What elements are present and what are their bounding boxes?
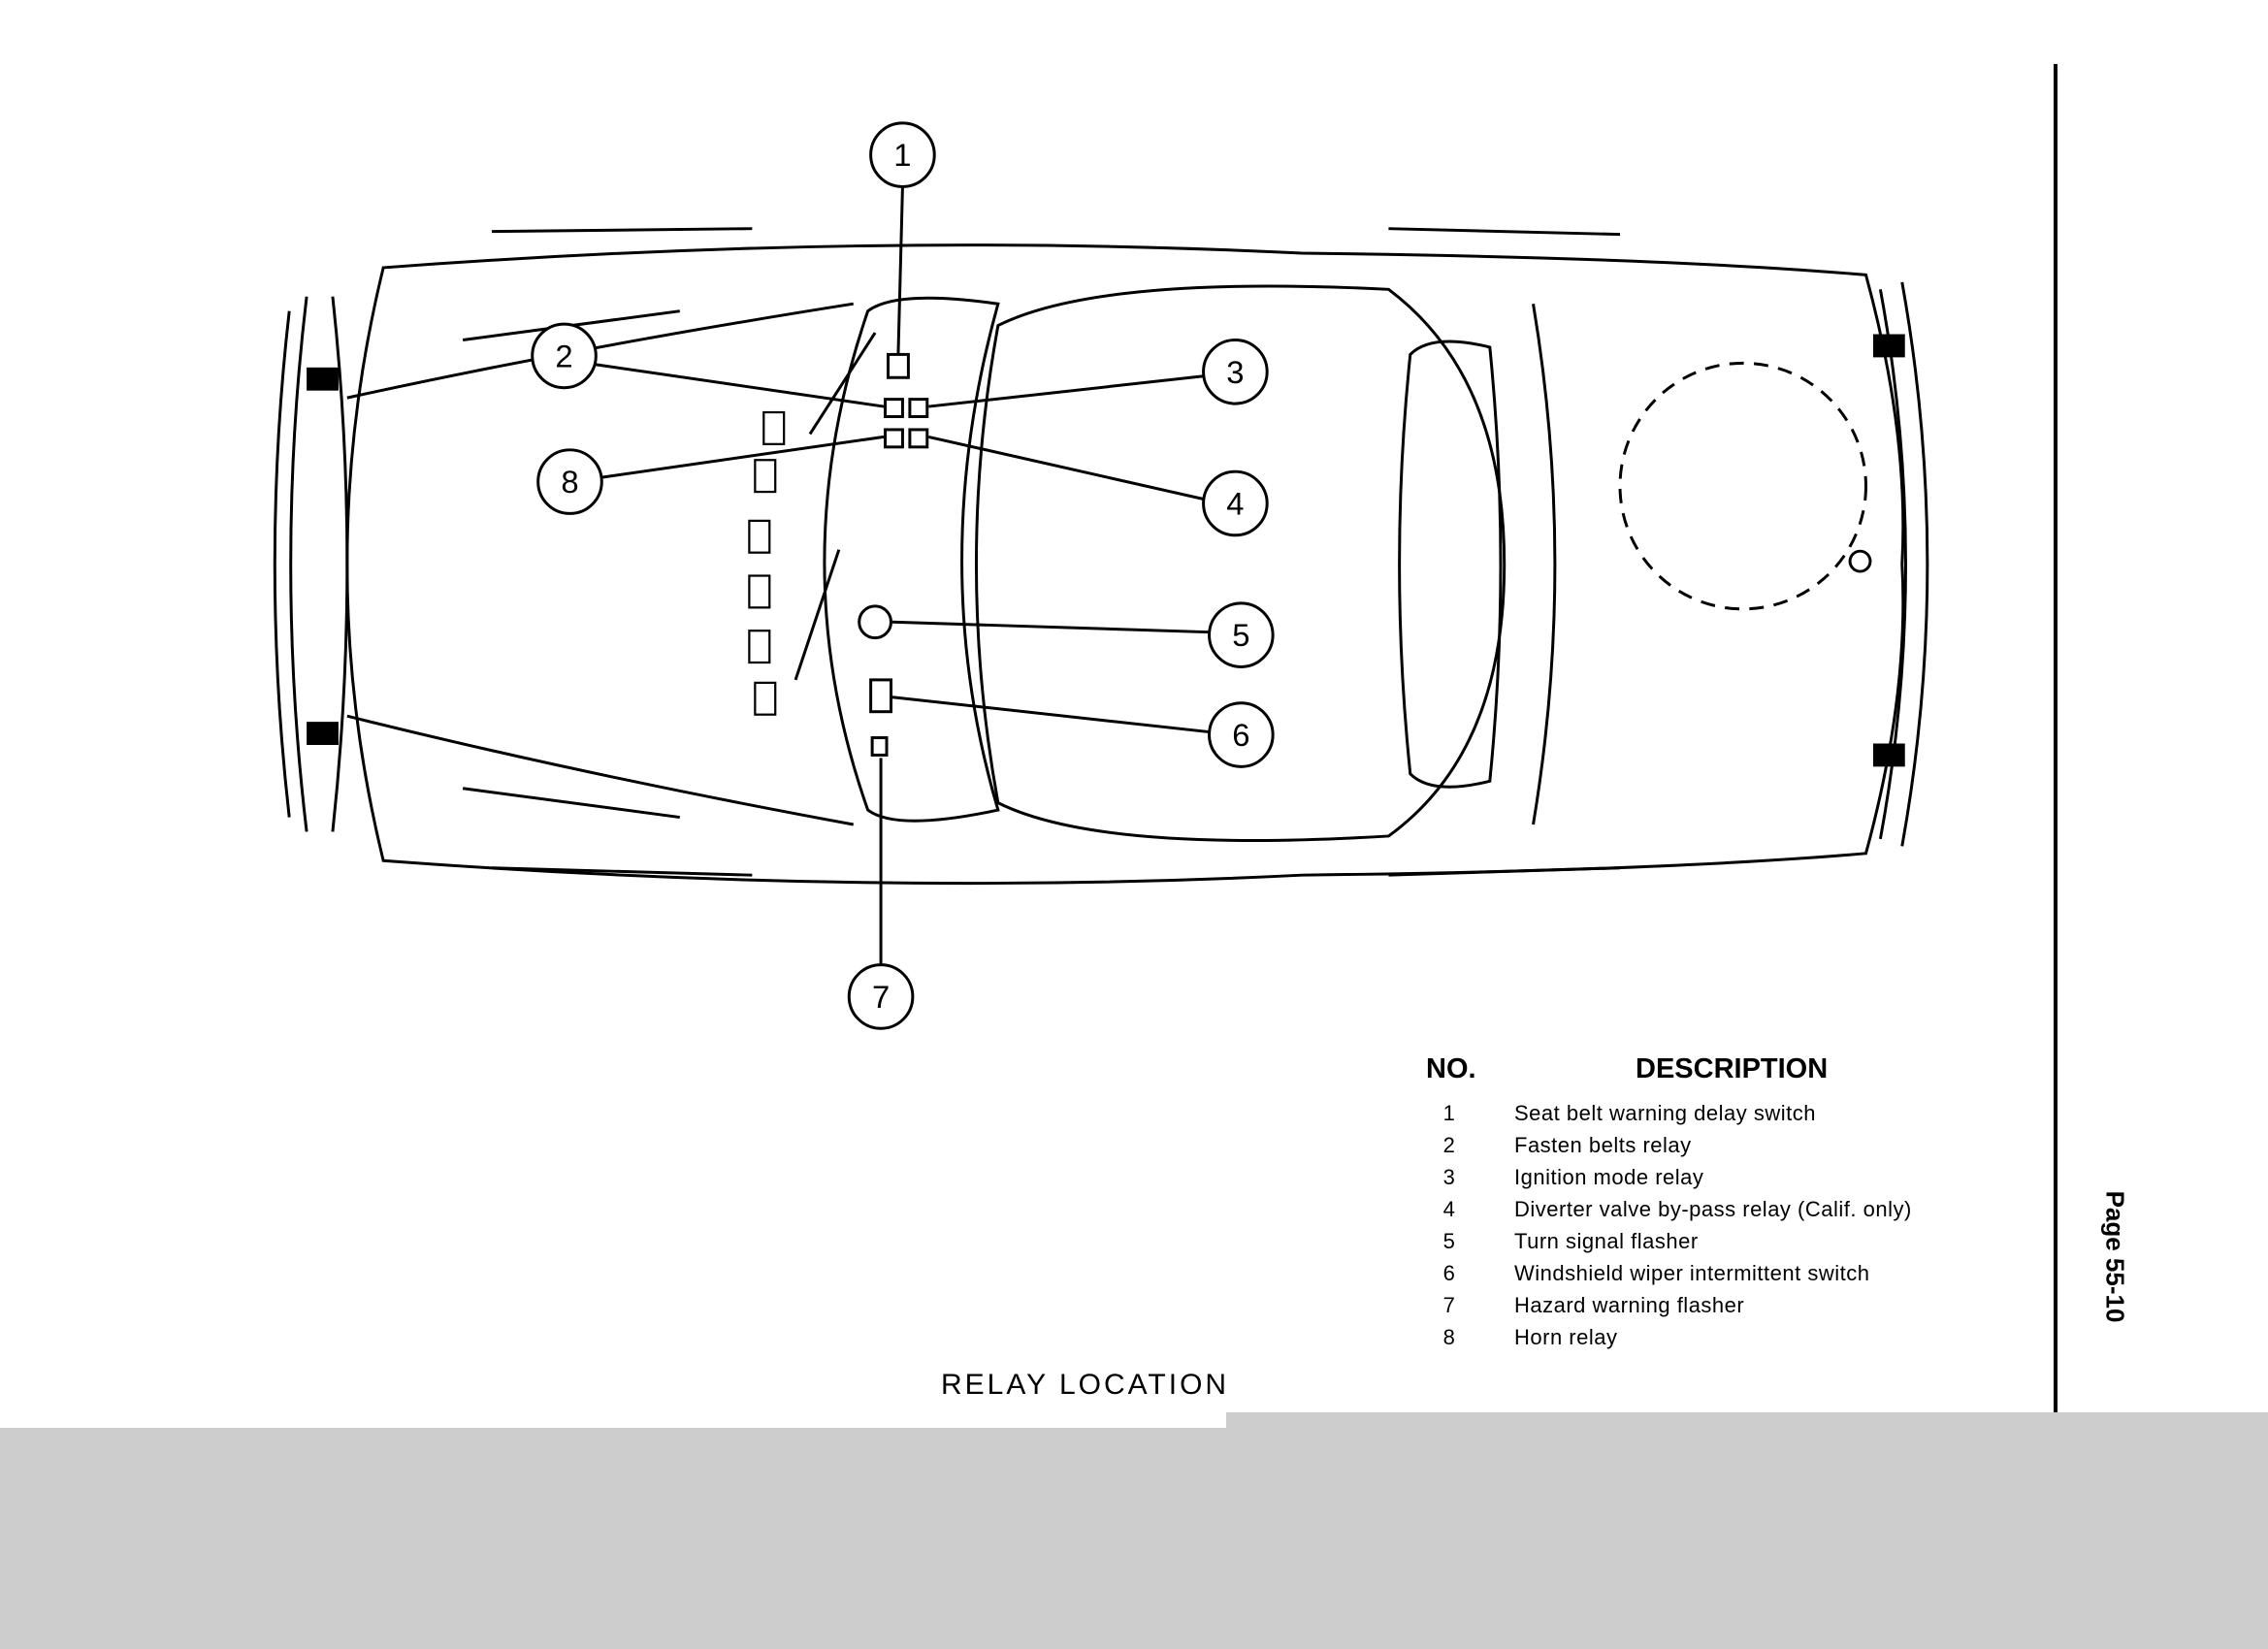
row-description: Fasten belts relay — [1514, 1133, 1692, 1157]
table-header-no: NO. — [1426, 1053, 1476, 1084]
relay-components — [858, 352, 929, 757]
callout-4: 4 — [1202, 469, 1269, 537]
callout-7: 7 — [847, 963, 915, 1030]
callout-label: 7 — [872, 979, 890, 1015]
row-number: 2 — [1442, 1133, 1456, 1157]
callout-label: 3 — [1226, 354, 1244, 390]
row-number: 6 — [1442, 1261, 1456, 1285]
page-number: Page 55-10 — [2100, 1190, 2130, 1323]
figure-caption: RELAY LOCATION — [941, 1369, 1230, 1401]
row-description: Ignition mode relay — [1514, 1165, 1704, 1189]
row-number: 7 — [1442, 1293, 1456, 1317]
row-description: Diverter valve by-pass relay (Calif. onl… — [1514, 1197, 1912, 1221]
row-description: Hazard warning flasher — [1514, 1293, 1745, 1317]
row-description: Windshield wiper intermittent switch — [1514, 1261, 1870, 1285]
callout-label: 2 — [555, 338, 572, 373]
row-number: 5 — [1442, 1229, 1456, 1253]
row-number: 8 — [1442, 1325, 1456, 1349]
row-number: 1 — [1442, 1101, 1456, 1125]
row-description: Horn relay — [1514, 1325, 1618, 1349]
callout-label: 6 — [1232, 717, 1249, 753]
table-header-description: DESCRIPTION — [1636, 1053, 1829, 1084]
callout-label: 5 — [1232, 617, 1249, 653]
callout-3: 3 — [1202, 339, 1269, 405]
callout-5: 5 — [1208, 601, 1275, 668]
row-number: 3 — [1442, 1165, 1456, 1189]
scan-overlay-band — [0, 1428, 2268, 1649]
callout-label: 1 — [893, 137, 911, 173]
callout-label: 4 — [1226, 485, 1244, 521]
scan-overlay-notch — [1226, 1412, 2268, 1432]
callout-8: 8 — [536, 448, 603, 515]
row-description: Turn signal flasher — [1514, 1229, 1699, 1253]
callout-2: 2 — [531, 322, 598, 390]
car-outline — [273, 227, 1929, 886]
page-margin-rule — [2054, 64, 2057, 1416]
row-number: 4 — [1442, 1197, 1456, 1221]
callout-1: 1 — [869, 121, 936, 188]
leader-lines — [596, 186, 1210, 965]
row-description: Seat belt warning delay switch — [1514, 1101, 1816, 1125]
callout-label: 8 — [561, 464, 578, 500]
callout-6: 6 — [1208, 701, 1275, 768]
